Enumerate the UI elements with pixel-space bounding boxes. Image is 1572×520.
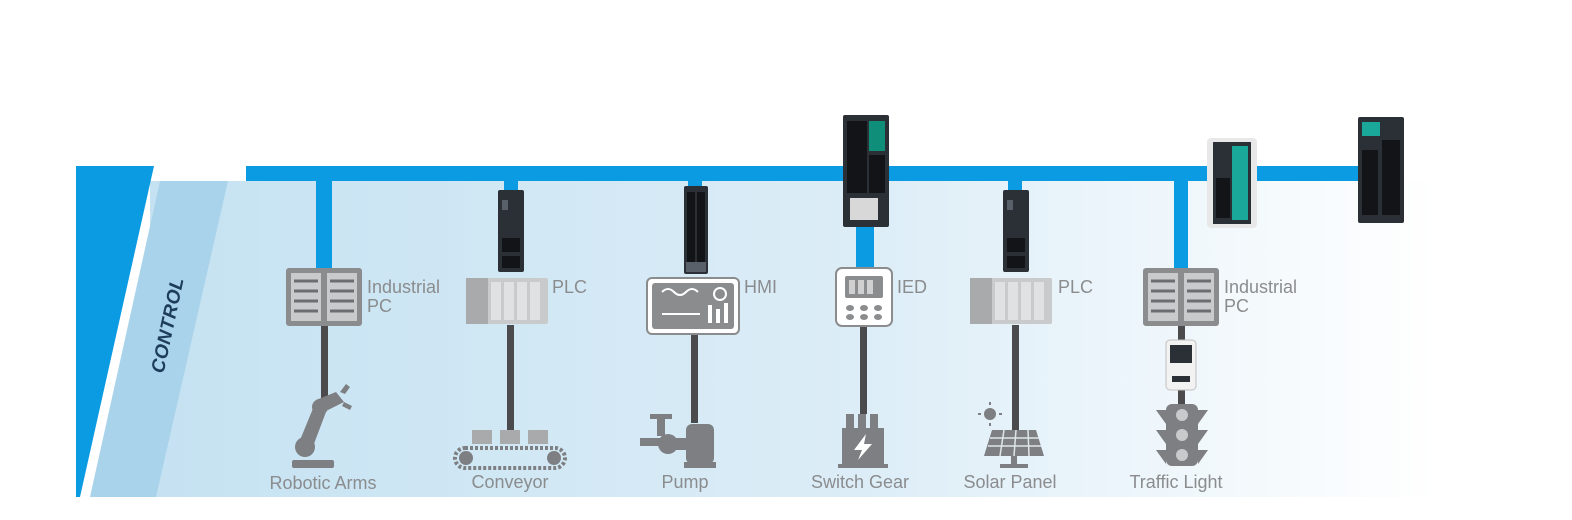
drop-3: [688, 180, 702, 188]
cable-2: [507, 325, 514, 430]
traffic-light-icon: [1156, 404, 1208, 466]
device-label-6: Industrial PC: [1224, 277, 1298, 316]
gateway-device: [1165, 339, 1197, 391]
cable-4: [860, 326, 867, 414]
solar-panel-icon: [978, 402, 1044, 468]
industrial-pc-1: [286, 268, 362, 326]
switch-small-2: [1003, 190, 1029, 272]
device-label-1: Industrial PC: [367, 277, 441, 316]
industrial-pc-2: [1143, 268, 1219, 326]
cable-1: [321, 325, 328, 410]
drop-1: [316, 180, 332, 272]
field-label-5: Solar Panel: [963, 472, 1057, 492]
control-zone-band: [76, 166, 154, 497]
switch-rightmost: [1358, 117, 1404, 223]
switch-gear-icon: [838, 414, 888, 468]
plc-2: [970, 278, 1052, 324]
field-label-6: Traffic Light: [1129, 472, 1223, 492]
drop-6: [1174, 180, 1188, 272]
backbone-line: [246, 166, 1366, 181]
ied-device: [835, 267, 893, 327]
conveyor-icon: [453, 430, 567, 470]
switch-medium-hmi: [684, 186, 708, 274]
device-label-2: PLC: [552, 277, 588, 297]
field-label-3: Pump: [661, 472, 709, 492]
switch-green: [1207, 138, 1257, 228]
device-label-4: IED: [897, 277, 928, 297]
field-label-4: Switch Gear: [810, 472, 910, 492]
cable-5: [1012, 325, 1019, 435]
control-zone-stripe: [90, 181, 228, 497]
pump-icon: [640, 414, 716, 468]
switch-large-core: [843, 115, 889, 227]
field-label-1: Robotic Arms: [269, 473, 377, 493]
device-label-3: HMI: [744, 277, 777, 297]
hmi-panel: [646, 277, 740, 335]
field-label-2: Conveyor: [471, 472, 549, 492]
plc-1: [466, 278, 548, 324]
control-zone-area: [150, 181, 1440, 497]
device-label-5: PLC: [1058, 277, 1094, 297]
cable-3: [691, 333, 698, 423]
switch-small-1: [498, 190, 524, 272]
robotic-arm-icon: [292, 384, 352, 468]
